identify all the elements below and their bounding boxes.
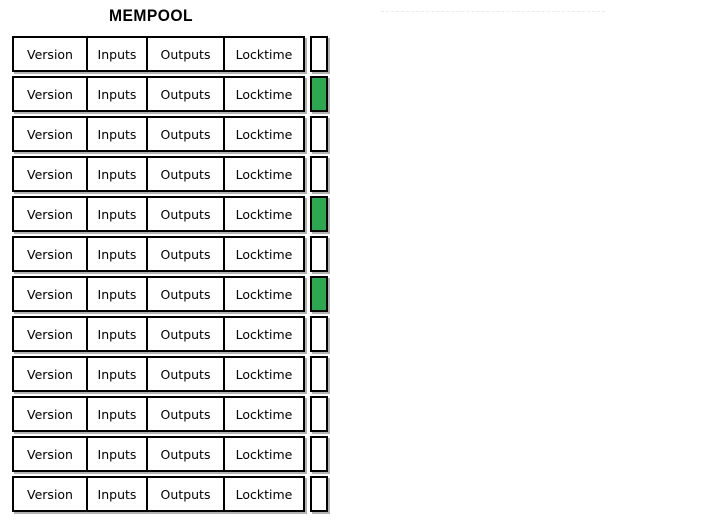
transaction-field-inputs: Inputs (88, 158, 148, 190)
transaction-field-outputs: Outputs (148, 278, 225, 310)
transaction-field-version: Version (14, 358, 88, 390)
transaction-field-version: Version (14, 118, 88, 150)
transaction-field-inputs: Inputs (88, 438, 148, 470)
transaction-status-indicator[interactable] (310, 236, 328, 272)
transaction-field-locktime: Locktime (225, 198, 303, 230)
transaction-field-inputs: Inputs (88, 118, 148, 150)
transaction-field-version: Version (14, 158, 88, 190)
transaction-field-version: Version (14, 238, 88, 270)
transaction-field-locktime: Locktime (225, 398, 303, 430)
transaction-field-locktime: Locktime (225, 158, 303, 190)
transaction-field-version: Version (14, 478, 88, 510)
transaction-field-outputs: Outputs (148, 438, 225, 470)
transaction-field-outputs: Outputs (148, 38, 225, 70)
transaction-field-locktime: Locktime (225, 78, 303, 110)
transaction-field-locktime: Locktime (225, 438, 303, 470)
transaction-field-locktime: Locktime (225, 478, 303, 510)
transaction-field-version: Version (14, 278, 88, 310)
transaction-field-version: Version (14, 38, 88, 70)
transaction-field-inputs: Inputs (88, 478, 148, 510)
transaction-field-locktime: Locktime (225, 278, 303, 310)
transaction-field-locktime: Locktime (225, 358, 303, 390)
transaction-status-indicator[interactable] (310, 36, 328, 72)
transaction-status-indicator[interactable] (310, 116, 328, 152)
transaction-field-inputs: Inputs (88, 358, 148, 390)
transaction-field-inputs: Inputs (88, 278, 148, 310)
transaction-field-outputs: Outputs (148, 478, 225, 510)
transaction-field-version: Version (14, 78, 88, 110)
transaction-field-inputs: Inputs (88, 238, 148, 270)
transaction-field-inputs: Inputs (88, 38, 148, 70)
transaction-field-locktime: Locktime (225, 38, 303, 70)
transaction-status-indicator[interactable] (310, 276, 328, 312)
transaction-field-outputs: Outputs (148, 398, 225, 430)
transaction-field-outputs: Outputs (148, 198, 225, 230)
transaction-field-inputs: Inputs (88, 398, 148, 430)
transaction-status-indicator[interactable] (310, 436, 328, 472)
transaction-field-outputs: Outputs (148, 118, 225, 150)
transaction-field-locktime: Locktime (225, 318, 303, 350)
transaction-status-indicator[interactable] (310, 476, 328, 512)
transaction-field-outputs: Outputs (148, 238, 225, 270)
transaction-status-indicator[interactable] (310, 396, 328, 432)
transaction-field-version: Version (14, 198, 88, 230)
faint-dashed-rule (381, 11, 605, 13)
transaction-field-version: Version (14, 398, 88, 430)
transaction-field-outputs: Outputs (148, 78, 225, 110)
transaction-field-version: Version (14, 318, 88, 350)
page-title: MEMPOOL (108, 6, 194, 25)
transaction-field-inputs: Inputs (88, 78, 148, 110)
transaction-field-version: Version (14, 438, 88, 470)
transaction-status-indicator[interactable] (310, 156, 328, 192)
transaction-field-locktime: Locktime (225, 118, 303, 150)
transaction-field-locktime: Locktime (225, 238, 303, 270)
transaction-status-indicator[interactable] (310, 76, 328, 112)
transaction-field-outputs: Outputs (148, 358, 225, 390)
transaction-field-inputs: Inputs (88, 318, 148, 350)
transaction-status-indicator[interactable] (310, 356, 328, 392)
transaction-status-indicator[interactable] (310, 316, 328, 352)
transaction-field-outputs: Outputs (148, 158, 225, 190)
transaction-field-outputs: Outputs (148, 318, 225, 350)
transaction-status-indicator[interactable] (310, 196, 328, 232)
transaction-field-inputs: Inputs (88, 198, 148, 230)
